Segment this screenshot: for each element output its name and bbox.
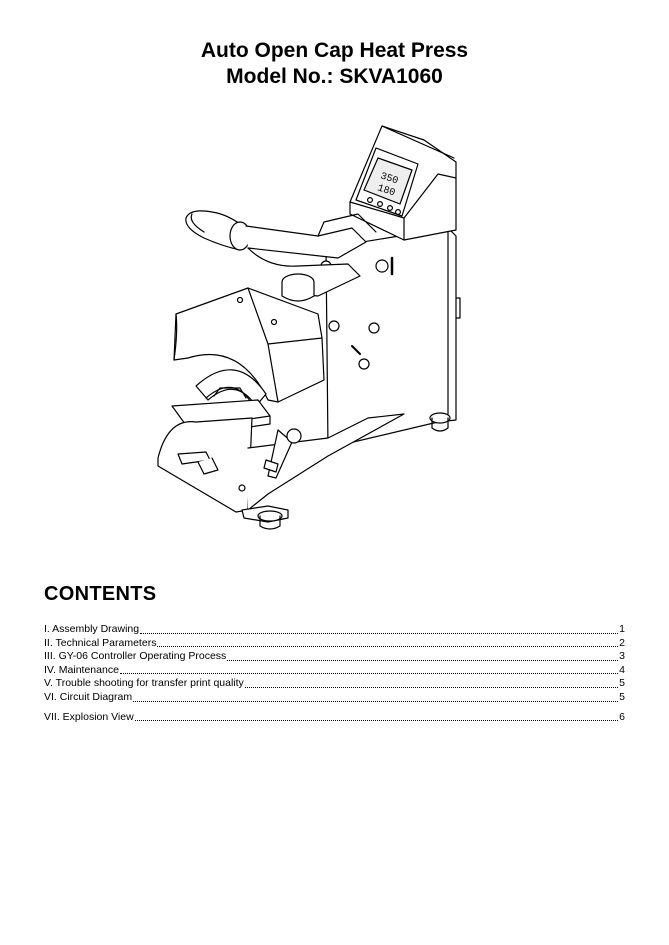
toc-item-page: 6 [619,710,625,723]
toc-leader [157,646,619,648]
toc-item-page: 4 [619,663,625,676]
toc-item-explosion-view[interactable]: VII. Explosion View 6 [44,711,625,725]
table-of-contents: I. Assembly Drawing 1 II. Technical Para… [44,623,625,724]
document-title: Auto Open Cap Heat Press [200,39,469,62]
toc-leader [140,632,619,634]
toc-item-page: 2 [619,636,625,649]
toc-item-controller-operating-process[interactable]: III. GY-06 Controller Operating Process … [44,650,625,664]
toc-leader [134,720,619,722]
toc-leader [227,659,619,661]
cap-heat-press-illustration: 350 180 [157,125,461,530]
toc-item-maintenance[interactable]: IV. Maintenance 4 [44,664,625,678]
toc-item-label: V. Trouble shooting for transfer print q… [44,677,244,690]
toc-leader [244,686,619,688]
toc-item-page: 5 [619,677,625,690]
toc-item-circuit-diagram[interactable]: VI. Circuit Diagram 5 [44,691,625,705]
toc-item-technical-parameters[interactable]: II. Technical Parameters 2 [44,637,625,651]
toc-item-assembly-drawing[interactable]: I. Assembly Drawing 1 [44,623,625,637]
toc-item-label: III. GY-06 Controller Operating Process [44,650,227,663]
svg-text:350: 350 [379,171,400,187]
toc-item-label: I. Assembly Drawing [44,623,140,635]
model-number: Model No.: SKVA1060 [226,65,443,88]
toc-item-label: II. Technical Parameters [44,636,157,649]
toc-item-page: 3 [619,650,625,663]
toc-item-label: IV. Maintenance [44,663,119,676]
svg-text:180: 180 [376,183,397,199]
contents-heading: CONTENTS [44,583,157,605]
toc-item-label: VI. Circuit Diagram [44,690,133,703]
toc-item-trouble-shooting[interactable]: V. Trouble shooting for transfer print q… [44,677,625,691]
toc-item-page: 5 [619,690,625,703]
toc-leader [133,700,619,702]
toc-item-label: VII. Explosion View [44,710,134,723]
toc-item-page: 1 [619,623,625,635]
toc-leader [119,673,619,675]
